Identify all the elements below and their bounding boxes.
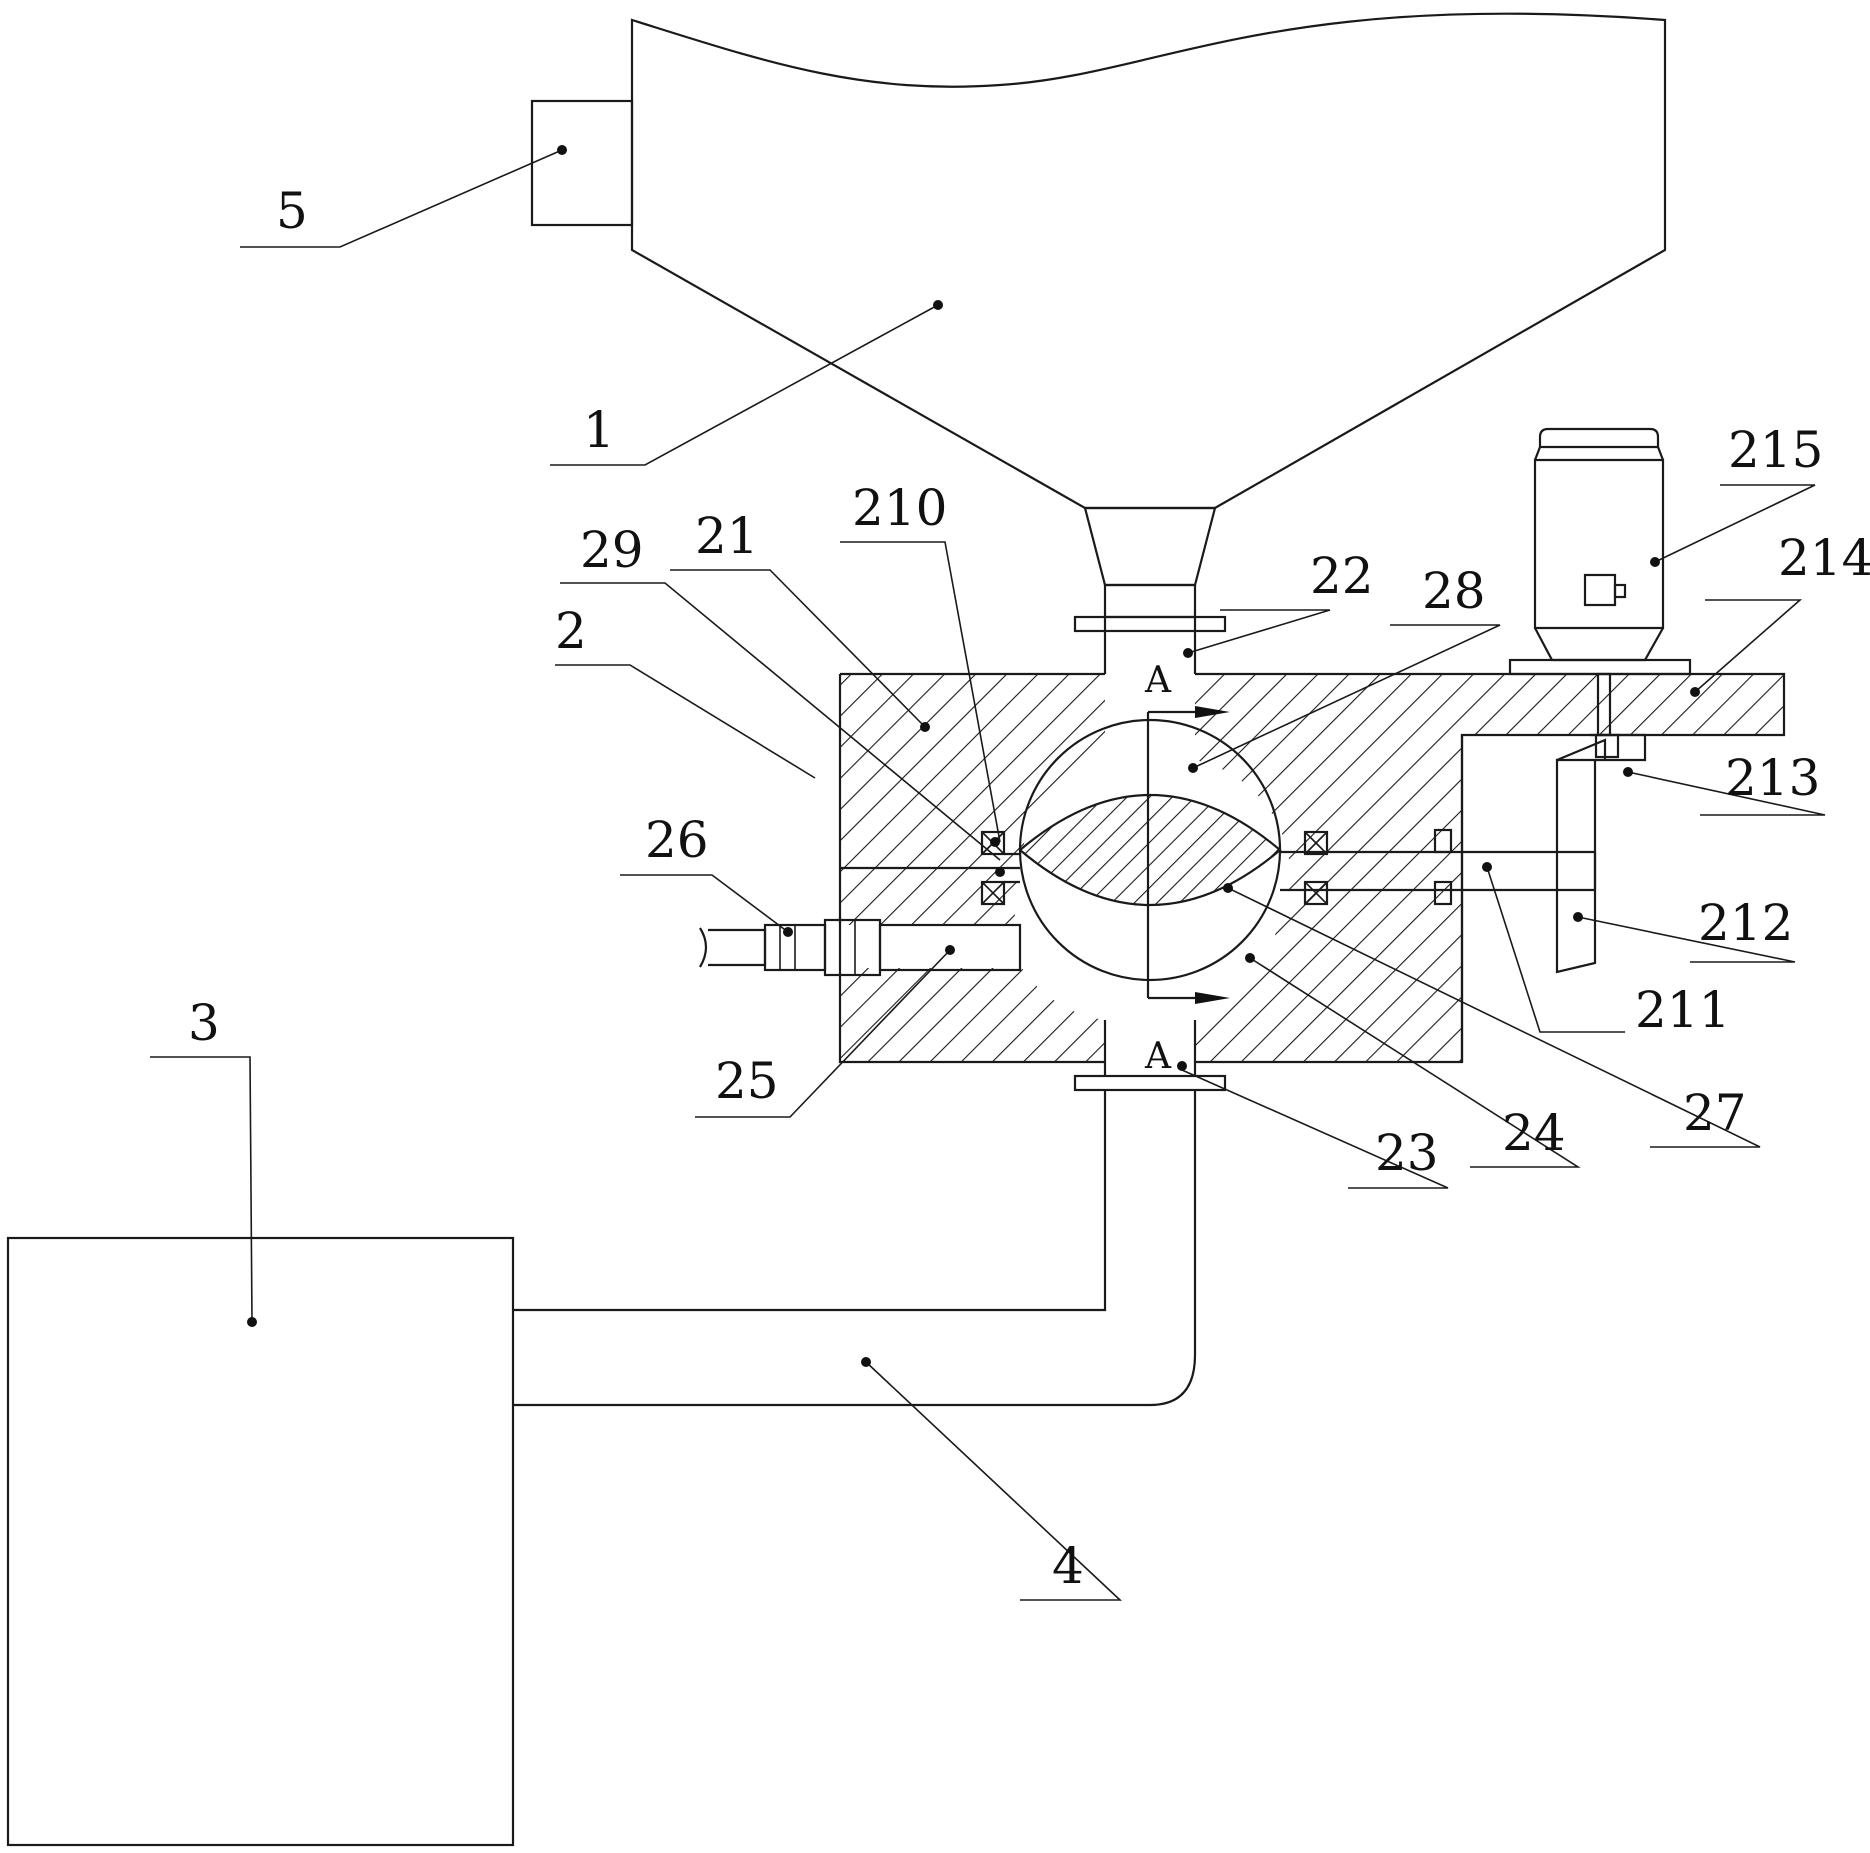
label-21: 21 (695, 507, 759, 565)
label-214: 214 (1778, 529, 1870, 587)
label-1: 1 (583, 401, 615, 459)
label-211: 211 (1635, 981, 1730, 1039)
bearing-right (1303, 828, 1453, 906)
section-mark-top: A (1144, 660, 1172, 701)
drive-motor (1508, 427, 1692, 737)
label-210: 210 (852, 479, 947, 537)
label-4: 4 (1052, 1537, 1084, 1595)
label-215: 215 (1728, 421, 1823, 479)
drive-arm (1555, 738, 1607, 974)
label-2: 2 (555, 602, 587, 660)
outlet-pipe (513, 1090, 1197, 1407)
label-27: 27 (1683, 1084, 1747, 1142)
label-24: 24 (1502, 1104, 1566, 1162)
leader-lines (150, 149, 1826, 1601)
valve-core (1018, 793, 1282, 907)
label-26: 26 (645, 811, 709, 869)
section-arrow-top (1195, 706, 1230, 718)
label-29: 29 (580, 521, 644, 579)
label-28: 28 (1422, 562, 1486, 620)
label-25: 25 (715, 1052, 779, 1110)
gas-pipe (699, 918, 1022, 977)
label-23: 23 (1375, 1124, 1439, 1182)
label-22: 22 (1310, 547, 1374, 605)
leader-dots (247, 145, 1700, 1367)
valve-body (838, 672, 1786, 1064)
drive-coupling (1590, 733, 1647, 762)
mounting-plate (1462, 674, 1784, 735)
label-213: 213 (1725, 749, 1820, 807)
label-212: 212 (1698, 894, 1793, 952)
collection-box (6, 1236, 515, 1847)
label-5: 5 (276, 182, 308, 240)
label-3: 3 (188, 994, 220, 1052)
section-arrow-bottom (1195, 992, 1230, 1004)
hopper (630, 12, 1667, 619)
vibration-motor-box (530, 99, 634, 227)
section-mark-bottom: A (1144, 1036, 1172, 1077)
